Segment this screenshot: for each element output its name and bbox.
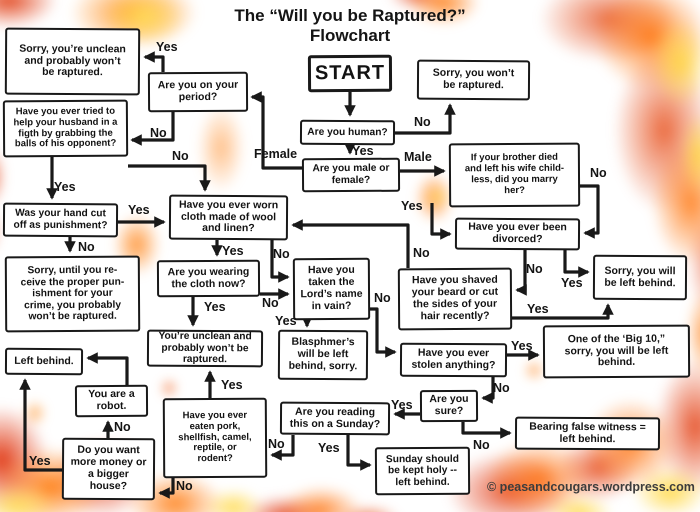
node-left-behind-left: Left behind. <box>4 347 84 376</box>
edge-label-hand-no: No <box>78 240 95 254</box>
node-more-money: Do you want more money or a bigger house… <box>61 437 156 501</box>
edge-label-clothnow-yes: Yes <box>204 300 226 314</box>
edge-beard-no-to-wool <box>291 219 410 268</box>
edge-label-reading-yes: Yes <box>318 441 340 455</box>
edge-stolen-no-to-sure <box>481 377 495 404</box>
edge-lords-no-to-stolen <box>370 307 397 358</box>
edge-label-pork-no: No <box>176 479 193 493</box>
edge-label-stolen-yes: Yes <box>511 339 533 353</box>
edge-reading-no-to-pork <box>270 435 295 461</box>
node-husband-fight: Have you ever tried to help your husband… <box>2 99 129 158</box>
edge-brother-no-to-divorced <box>580 184 600 239</box>
credit-text: © peasandcougars.wordpress.com <box>487 480 695 494</box>
node-shaved-beard: Have you shaved your beard or cut the si… <box>397 267 513 331</box>
edge-robot-to-left-behind <box>86 352 129 385</box>
edge-label-sure-no: No <box>473 438 490 452</box>
edge-label-reading-no: No <box>268 437 285 451</box>
edge-label-male: Male <box>404 150 432 164</box>
node-big-10: One of the ‘Big 10,” sorry, you will be … <box>542 324 691 379</box>
node-sunday-holy: Sunday should be kept holy -- left behin… <box>374 446 471 496</box>
title-line-2: Flowchart <box>309 26 391 46</box>
edge-label-money-no: No <box>114 420 131 434</box>
edge-label-female: Female <box>254 147 298 161</box>
edge-label-stolen-no: No <box>493 381 510 395</box>
edge-period-no-to-husband <box>130 112 175 146</box>
edge-label-human-no: No <box>414 115 431 129</box>
node-are-you-human: Are you human? <box>299 119 396 146</box>
edge-label-lords-yes: Yes <box>275 314 297 328</box>
node-proper-punishment: Sorry, until you re- ceive the proper pu… <box>4 255 141 333</box>
edge-female-to-period <box>250 91 302 170</box>
node-wearing-cloth-now: Are you wearing the cloth now? <box>156 259 261 298</box>
node-brother-died: If your brother died and left his wife c… <box>448 142 581 208</box>
edge-label-money-yes: Yes <box>29 454 51 468</box>
node-wool-linen: Have you ever worn cloth made of wool an… <box>168 194 289 241</box>
edge-reading-yes-to-sunday <box>346 435 372 471</box>
edge-money-yes-to-left-behind <box>19 378 62 472</box>
edge-wool-no-to-lords <box>270 240 290 283</box>
edge-beard-yes-to-left-behind <box>512 303 614 320</box>
edge-label-husband-yes: Yes <box>54 180 76 194</box>
node-stolen-anything: Have you ever stolen anything? <box>399 342 508 378</box>
edge-label-human-yes: Yes <box>352 144 374 158</box>
title-line-1: The “Will you be Raptured?” <box>234 6 466 25</box>
node-divorced: Have you ever been divorced? <box>454 217 581 251</box>
node-male-or-female: Are you male or female? <box>301 157 401 193</box>
node-blasphemers: Blasphmer’s will be left behind, sorry. <box>277 329 369 381</box>
edge-label-pork-yes: Yes <box>221 378 243 392</box>
edge-label-hand-yes: Yes <box>128 203 150 217</box>
edge-sure-no-to-false-witness <box>461 422 512 439</box>
node-you-are-a-robot: You are a robot. <box>74 384 149 418</box>
edge-period-yes-to-unclean-top <box>143 51 165 72</box>
node-left-behind-right: Sorry, you will be left behind. <box>592 254 688 301</box>
node-sorry-wont-be-raptured: Sorry, you won’t be raptured. <box>416 59 531 101</box>
node-hand-cut-off: Was your hand cut off as punishment? <box>2 202 119 238</box>
node-false-witness: Bearing false witness = left behind. <box>514 416 661 451</box>
node-are-you-sure: Are you sure? <box>419 389 479 423</box>
edge-label-wool-yes: Yes <box>222 244 244 258</box>
page-title: The “Will you be Raptured?” Flowchart <box>170 6 530 47</box>
edge-divorced-no-to-beard <box>515 250 527 296</box>
edge-label-beard-yes: Yes <box>527 302 549 316</box>
edge-label-brother-no: No <box>590 166 607 180</box>
edge-label-sure-yes: Yes <box>391 398 413 412</box>
node-unclean-top: Sorry, you’re unclean and probably won’t… <box>4 27 141 96</box>
edge-pork-no-to-money <box>158 478 175 499</box>
edge-label-divorced-yes: Yes <box>561 276 583 290</box>
edge-label-beard-no: No <box>413 246 430 260</box>
node-eaten-pork: Have you ever eaten pork, shellfish, cam… <box>162 397 268 479</box>
node-reading-sunday: Are you reading this on a Sunday? <box>279 401 391 436</box>
edge-label-lords-no: No <box>374 291 391 305</box>
node-on-your-period: Are you on your period? <box>147 71 249 113</box>
edge-label-period-no: No <box>150 126 167 140</box>
node-unclean-bottom: You’re unclean and probably won’t be rap… <box>146 329 264 368</box>
edge-label-wool-no: No <box>273 247 290 261</box>
edge-label-period-yes: Yes <box>156 40 178 54</box>
edge-husband-no-to-wool <box>128 164 211 192</box>
node-lords-name: Have you taken the Lord’s name in vain? <box>292 257 371 321</box>
edge-human-no-to-sorry <box>395 103 456 135</box>
edge-divorced-yes-to-left-behind <box>563 250 590 278</box>
edge-group <box>19 51 614 499</box>
edge-brother-yes-to-divorced <box>430 203 452 240</box>
node-start: START <box>307 54 393 93</box>
edge-label-divorced-no: No <box>526 262 543 276</box>
edge-label-clothnow-no: No <box>262 296 279 310</box>
edge-label-husband-no: No <box>172 149 189 163</box>
edge-label-brother-yes: Yes <box>401 199 423 213</box>
